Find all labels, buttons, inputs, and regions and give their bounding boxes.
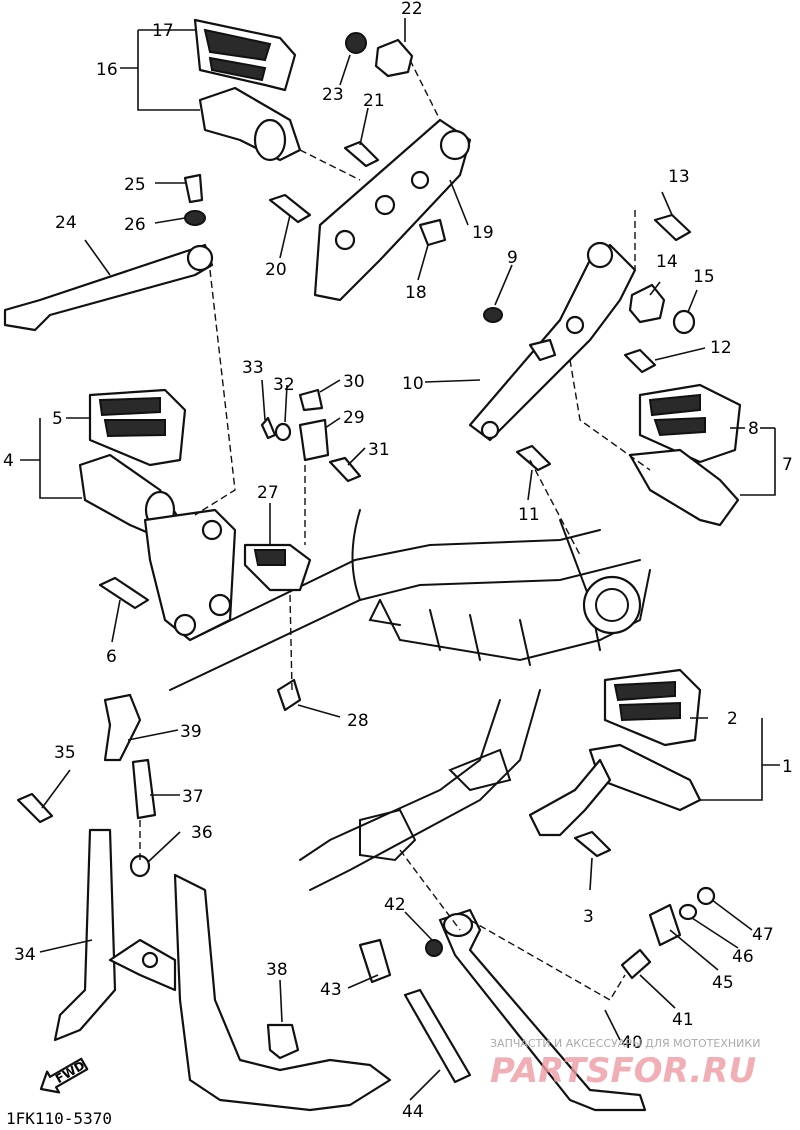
forward-arrow-icon: FWD bbox=[39, 1057, 89, 1094]
callout-25: 25 bbox=[124, 175, 146, 195]
callout-26: 26 bbox=[124, 215, 146, 235]
callout-1: 1 bbox=[782, 757, 793, 777]
callout-8: 8 bbox=[748, 419, 759, 439]
callout-10: 10 bbox=[402, 374, 424, 394]
callout-2: 2 bbox=[727, 709, 738, 729]
callout-42: 42 bbox=[384, 895, 406, 915]
callout-24: 24 bbox=[55, 213, 77, 233]
bolt-11 bbox=[515, 444, 552, 472]
callout-13: 13 bbox=[668, 167, 690, 187]
callout-9: 9 bbox=[507, 248, 518, 268]
callout-18: 18 bbox=[405, 283, 427, 303]
bracket-10 bbox=[468, 241, 637, 442]
leader-lines bbox=[20, 18, 780, 1101]
callout-5: 5 bbox=[52, 409, 63, 429]
callout-43: 43 bbox=[320, 980, 342, 1000]
callout-7: 7 bbox=[782, 455, 793, 475]
collars-22-23 bbox=[345, 32, 414, 78]
callout-35: 35 bbox=[54, 743, 76, 763]
bushings-13-14-15 bbox=[483, 213, 696, 374]
drawing-code: 1FK110-5370 bbox=[6, 1109, 112, 1128]
footrest-1-2 bbox=[528, 668, 702, 858]
callout-32: 32 bbox=[273, 375, 295, 395]
side-stand-40 bbox=[358, 908, 647, 1112]
switch-parts bbox=[620, 886, 716, 980]
watermark-brand: PARTSFOR.RU bbox=[490, 1051, 756, 1091]
watermark: ЗАПЧАСТИ И АКСЕССУАРЫ ДЛЯ МОТОТЕХНИКИ PA… bbox=[490, 1037, 760, 1091]
callout-45: 45 bbox=[712, 973, 734, 993]
callout-labels: 1 2 3 4 5 6 7 8 9 10 11 12 13 14 15 16 1… bbox=[3, 0, 793, 1122]
callout-29: 29 bbox=[343, 408, 365, 428]
callout-22: 22 bbox=[401, 0, 423, 19]
callout-33: 33 bbox=[242, 358, 264, 378]
callout-31: 31 bbox=[368, 440, 390, 460]
callout-44: 44 bbox=[402, 1102, 424, 1122]
rear-footrest-top bbox=[193, 18, 302, 162]
watermark-subtitle: ЗАПЧАСТИ И АКСЕССУАРЫ ДЛЯ МОТОТЕХНИКИ bbox=[490, 1037, 760, 1050]
shift-bracket bbox=[98, 508, 237, 642]
callout-19: 19 bbox=[472, 223, 494, 243]
brake-pedal-24 bbox=[3, 243, 214, 332]
misc-parts-35-39 bbox=[16, 693, 300, 1060]
callout-41: 41 bbox=[672, 1010, 694, 1030]
callout-12: 12 bbox=[710, 338, 732, 358]
center-stand-34 bbox=[53, 828, 392, 1112]
callout-38: 38 bbox=[266, 960, 288, 980]
callout-39: 39 bbox=[180, 722, 202, 742]
callout-6: 6 bbox=[106, 647, 117, 667]
bracket-19 bbox=[313, 118, 472, 302]
frame-outline bbox=[169, 509, 651, 891]
callout-20: 20 bbox=[265, 260, 287, 280]
bolts-top bbox=[183, 140, 380, 226]
callout-16: 16 bbox=[96, 60, 118, 80]
callout-14: 14 bbox=[656, 252, 678, 272]
callout-28: 28 bbox=[347, 711, 369, 731]
callout-36: 36 bbox=[191, 823, 213, 843]
callout-27: 27 bbox=[257, 483, 279, 503]
callout-17: 17 bbox=[152, 21, 174, 41]
callout-11: 11 bbox=[518, 505, 540, 525]
callout-30: 30 bbox=[343, 372, 365, 392]
callout-46: 46 bbox=[732, 947, 754, 967]
callout-21: 21 bbox=[363, 91, 385, 111]
callout-3: 3 bbox=[583, 907, 594, 927]
callout-4: 4 bbox=[3, 451, 14, 471]
footrest-8 bbox=[628, 383, 742, 527]
callout-37: 37 bbox=[182, 787, 204, 807]
callout-23: 23 bbox=[322, 85, 344, 105]
callout-15: 15 bbox=[693, 267, 715, 287]
callout-34: 34 bbox=[14, 945, 36, 965]
linkage-parts bbox=[243, 388, 362, 712]
assembly-lines bbox=[139, 59, 651, 1001]
callout-40: 40 bbox=[621, 1033, 643, 1053]
callout-47: 47 bbox=[752, 925, 774, 945]
forward-label: FWD bbox=[53, 1058, 87, 1086]
